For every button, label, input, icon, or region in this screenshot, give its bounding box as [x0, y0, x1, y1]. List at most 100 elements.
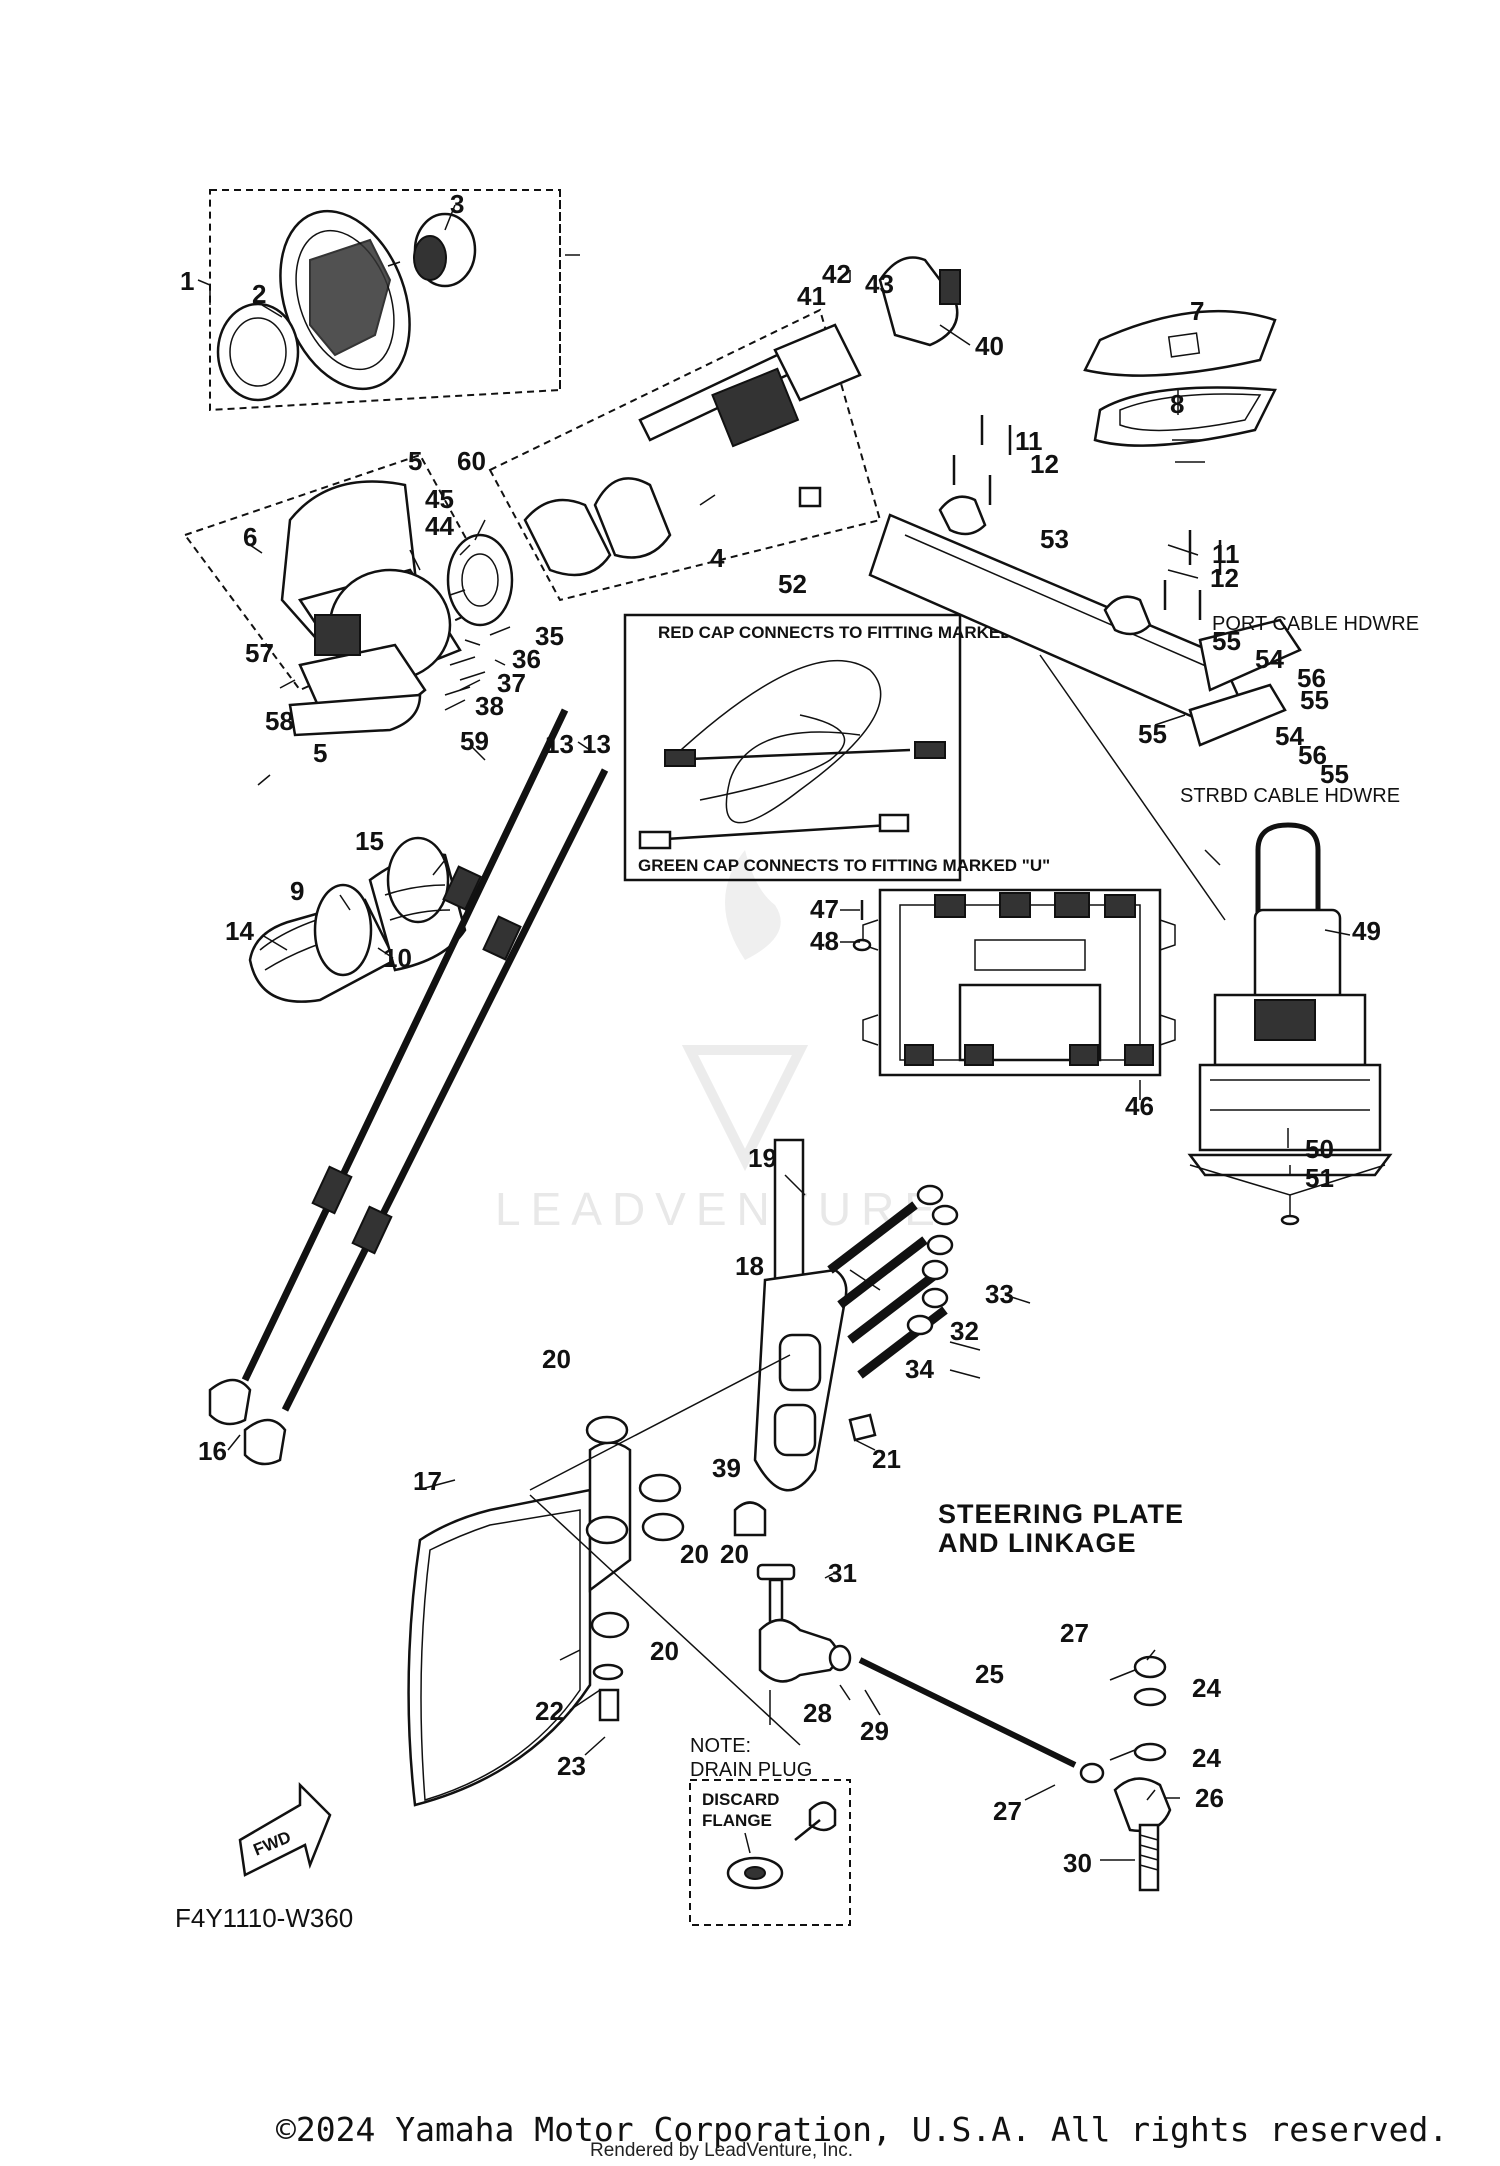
callout-2: 2	[252, 279, 266, 309]
callout-5-bottom: 5	[313, 738, 327, 768]
leadventure-watermark: LEADVENTURE	[495, 850, 945, 1235]
callout-56-top: 56	[1297, 663, 1326, 693]
callout-56-bottom: 56	[1298, 740, 1327, 770]
callout-13-right: 13	[582, 729, 611, 759]
copyright-notice: ©2024 Yamaha Motor Corporation, U.S.A. A…	[276, 2110, 1449, 2149]
drain-plug-label: DRAIN PLUG	[690, 1759, 812, 1781]
callout-6: 6	[243, 522, 257, 552]
callout-27-top: 27	[1060, 1618, 1089, 1648]
callout-4: 4	[710, 543, 725, 573]
callout-38: 38	[475, 691, 504, 721]
callout-20-top: 20	[542, 1344, 571, 1374]
callout-24-bottom: 24	[1192, 1743, 1221, 1773]
callout-47: 47	[810, 894, 839, 924]
steering-column-group	[488, 256, 961, 602]
callout-53: 53	[1040, 524, 1069, 554]
callout-7: 7	[1190, 296, 1204, 326]
callout-46: 46	[1125, 1091, 1154, 1121]
callout-16: 16	[198, 1436, 227, 1466]
green-cap-note: GREEN CAP CONNECTS TO FITTING MARKED "U"	[638, 856, 1050, 875]
callout-11-bottom: 11	[1212, 539, 1240, 569]
callout-19: 19	[748, 1143, 777, 1173]
steering-wheel-group	[209, 189, 561, 412]
callout-13-left: 13	[545, 729, 574, 759]
callout-12-bottom: 12	[1210, 563, 1239, 593]
callout-32: 32	[950, 1316, 979, 1346]
callout-51: 51	[1305, 1163, 1334, 1193]
callout-20-mid-2: 20	[720, 1539, 749, 1569]
flange-label: FLANGE	[702, 1811, 772, 1830]
callout-48: 48	[810, 926, 839, 956]
callout-55-c: 55	[1138, 719, 1167, 749]
callout-20-bottom: 20	[650, 1636, 679, 1666]
callout-21: 21	[872, 1444, 901, 1474]
callout-3: 3	[450, 189, 464, 219]
callout-55-a: 55	[1212, 626, 1241, 656]
callout-49: 49	[1352, 916, 1381, 946]
intake-duct-group	[248, 836, 467, 1003]
callout-39: 39	[712, 1453, 741, 1483]
section-title-line2: AND LINKAGE	[938, 1528, 1137, 1558]
fwd-arrow-icon: FWD	[238, 1781, 332, 1877]
tie-rod-group	[858, 1655, 1172, 1892]
callout-54-bottom: 54	[1275, 721, 1304, 751]
callout-34: 34	[905, 1354, 934, 1384]
callout-52: 52	[778, 569, 807, 599]
control-unit-group	[852, 888, 1176, 1077]
cable-kit-box: RED CAP CONNECTS TO FITTING MARKED "D" G…	[623, 613, 1050, 882]
callout-55-d: 55	[1320, 759, 1349, 789]
leader-lines	[197, 204, 1351, 1861]
callout-45: 45	[425, 484, 454, 514]
steering-plate-group	[407, 1354, 852, 1807]
callout-40: 40	[975, 331, 1004, 361]
callout-42: 42	[822, 259, 851, 289]
diagram-code: F4Y1110-W360	[175, 1903, 353, 1933]
callout-18: 18	[735, 1251, 764, 1281]
strbd-cable-hardware-label: STRBD CABLE HDWRE	[1180, 785, 1400, 807]
trim-pump-group	[1187, 822, 1393, 1226]
steering-cables	[208, 708, 609, 1466]
callout-26: 26	[1195, 1783, 1224, 1813]
callout-31: 31	[828, 1558, 857, 1588]
callout-43: 43	[865, 269, 894, 299]
callout-27-bottom: 27	[993, 1796, 1022, 1826]
bezel-housing-group	[183, 453, 514, 737]
callout-20-mid: 20	[680, 1539, 709, 1569]
callout-54-top: 54	[1255, 644, 1284, 674]
red-cap-note: RED CAP CONNECTS TO FITTING MARKED "D"	[658, 623, 1046, 642]
callout-60: 60	[457, 446, 486, 476]
callout-28: 28	[803, 1698, 832, 1728]
callout-57: 57	[245, 638, 274, 668]
cable-support-group: PORT CABLE HDWRE STRBD CABLE HDWRE	[868, 415, 1419, 921]
callout-58: 58	[265, 706, 294, 736]
note-label: NOTE:	[690, 1735, 751, 1757]
callout-35: 35	[535, 621, 564, 651]
callout-59: 59	[460, 726, 489, 756]
callout-30: 30	[1063, 1848, 1092, 1878]
callout-15: 15	[355, 826, 384, 856]
callout-22: 22	[535, 1696, 564, 1726]
discard-label: DISCARD	[702, 1790, 779, 1809]
drain-plug-note-group: NOTE: DRAIN PLUG DISCARD FLANGE	[689, 1735, 851, 1926]
callout-24-top: 24	[1192, 1673, 1221, 1703]
callout-33: 33	[985, 1279, 1014, 1309]
callout-36: 36	[512, 644, 541, 674]
rendered-by-notice: Rendered by LeadVenture, Inc.	[590, 2140, 854, 2161]
callout-14: 14	[225, 916, 254, 946]
nozzle-arm-group	[753, 1138, 959, 1492]
callout-5-top: 5	[408, 446, 422, 476]
callout-11-top: 11	[1015, 426, 1043, 456]
section-title-line1: STEERING PLATE	[938, 1499, 1184, 1529]
callout-8: 8	[1170, 389, 1184, 419]
cover-gasket-group	[1083, 309, 1277, 447]
callout-10: 10	[383, 943, 412, 973]
callout-29: 29	[860, 1716, 889, 1746]
watermark-text: LEADVENTURE	[495, 1183, 945, 1235]
port-cable-hardware-label: PORT CABLE HDWRE	[1212, 613, 1419, 635]
callout-50: 50	[1305, 1134, 1334, 1164]
callout-25: 25	[975, 1659, 1004, 1689]
callout-55-b: 55	[1300, 685, 1329, 715]
callout-numbers: 1 2 3 4 5 5 6 7 8 9 10 11 11 12 12 13 13…	[180, 189, 1381, 1878]
callout-1: 1	[180, 266, 194, 296]
